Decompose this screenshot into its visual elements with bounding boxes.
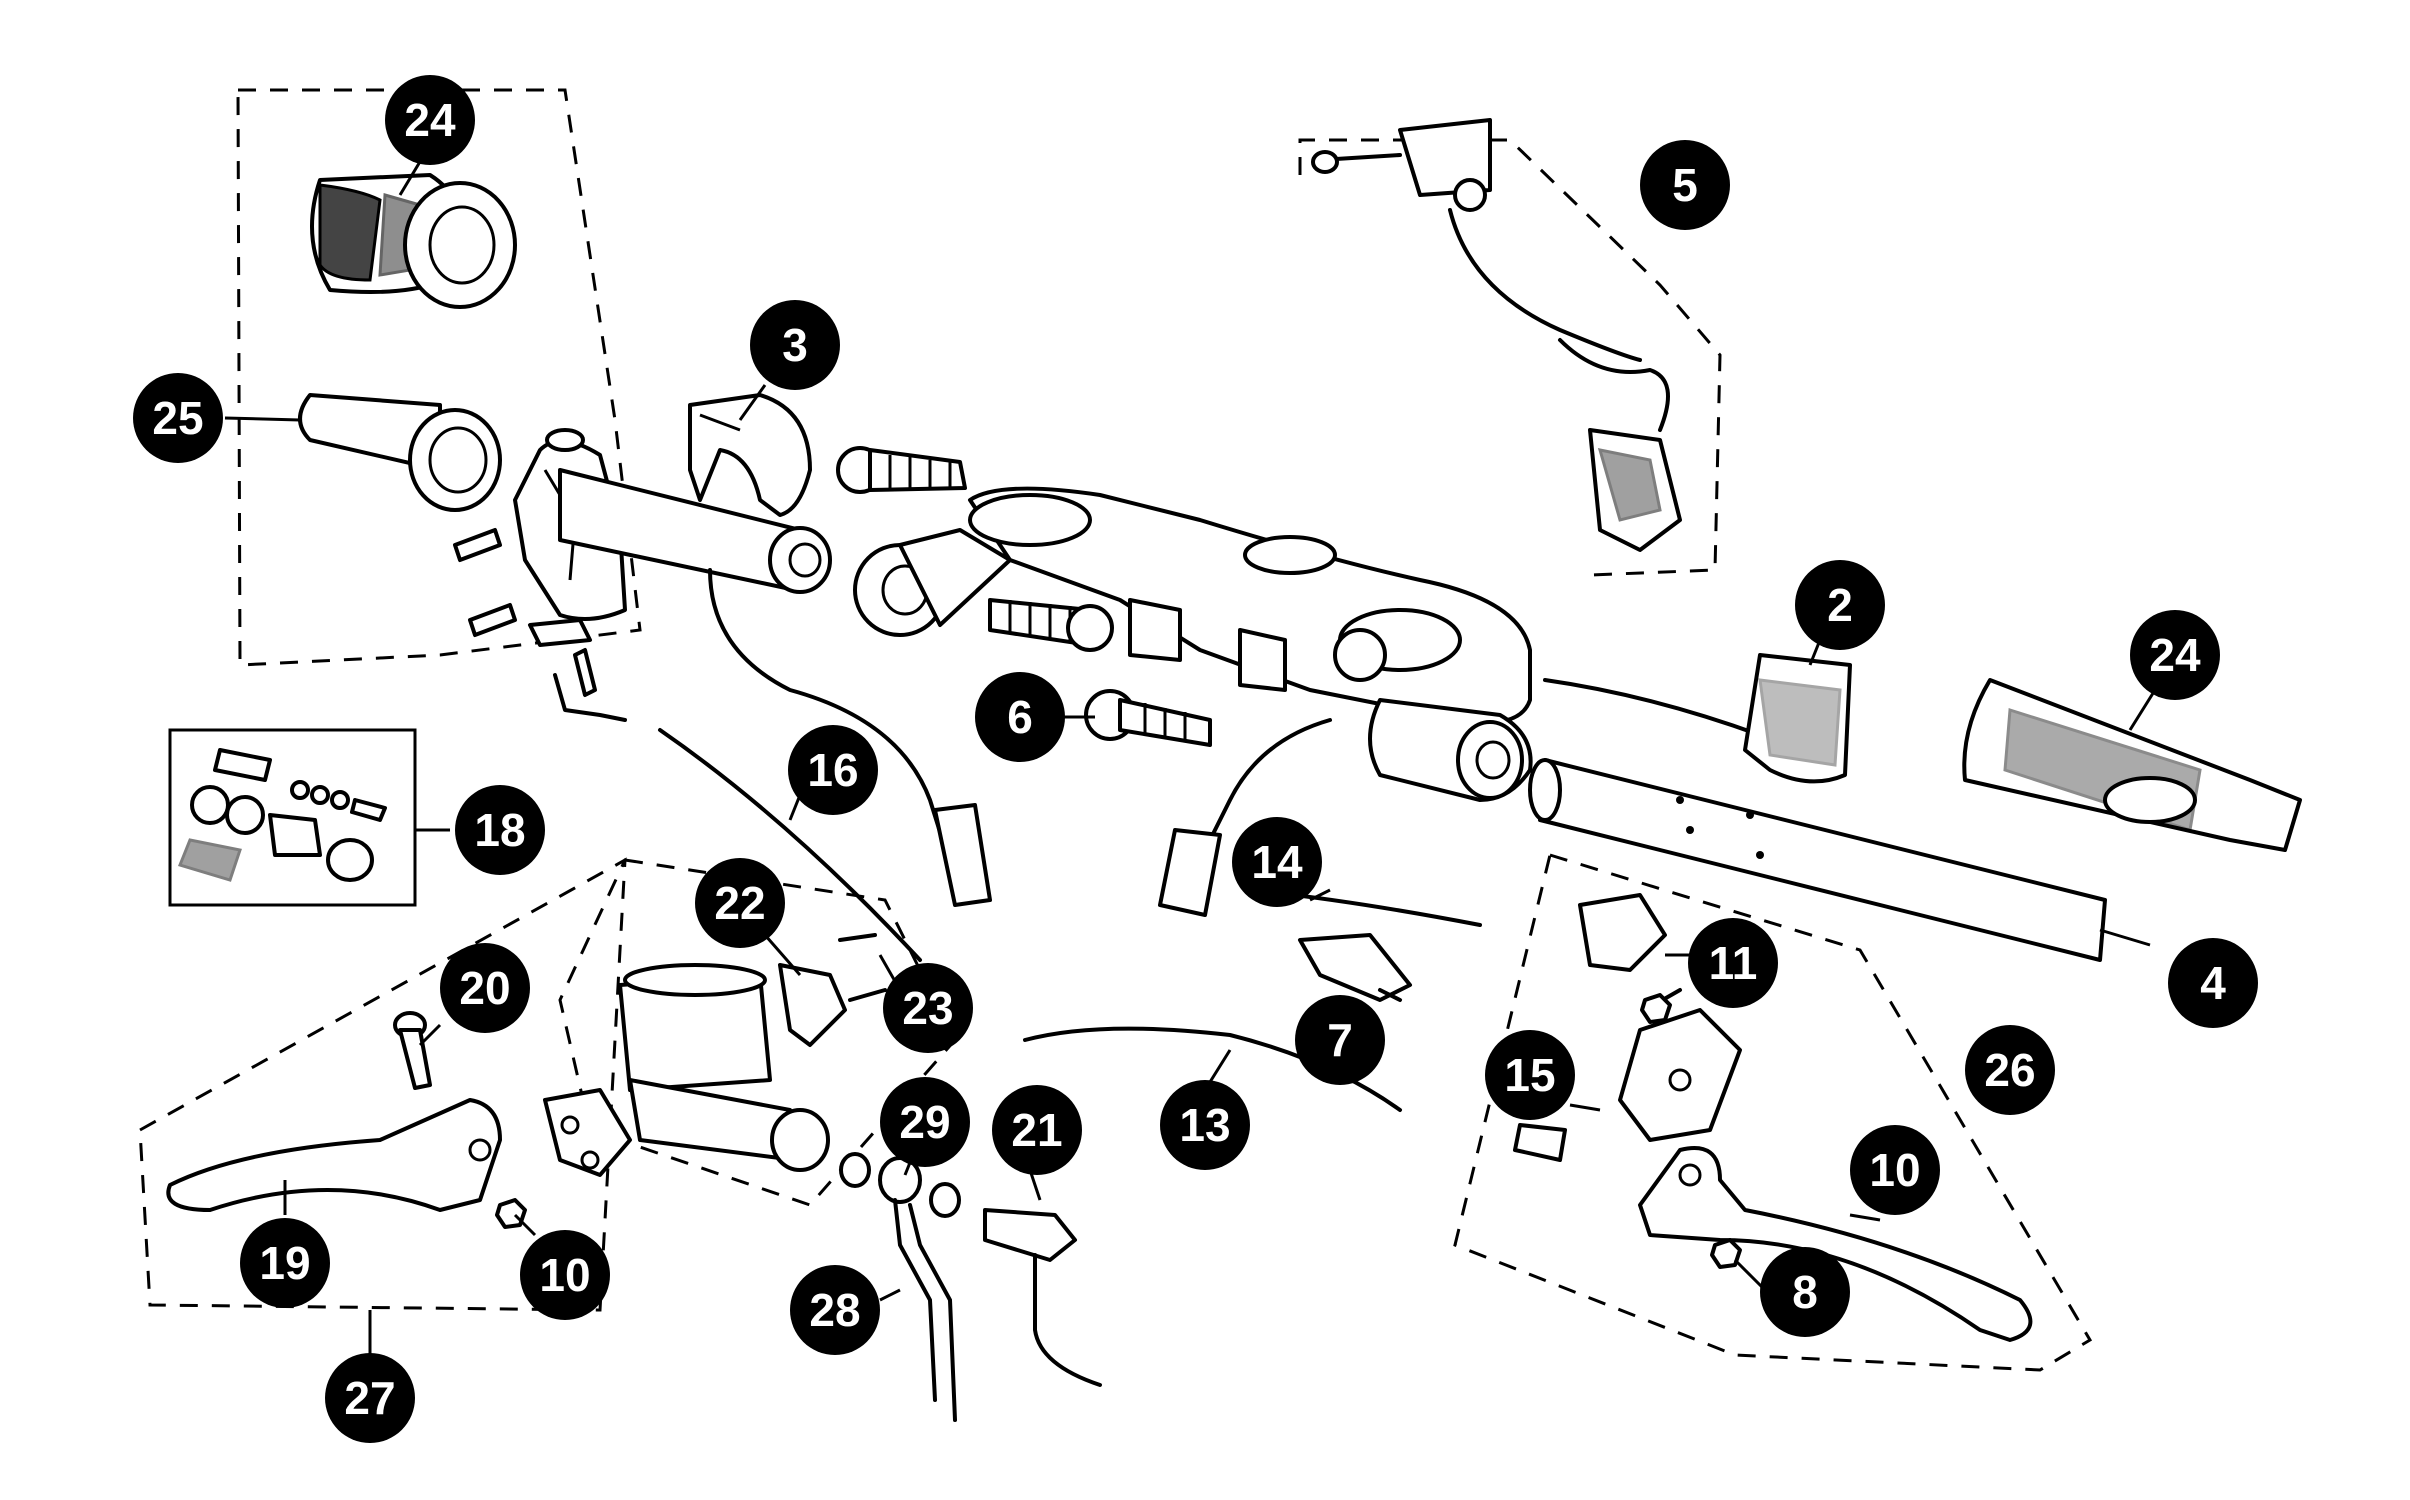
- clutch-lever-10: [1638, 1146, 2033, 1342]
- svg-text:18: 18: [474, 804, 525, 856]
- nut-11: [1640, 993, 1672, 1024]
- callout-20: 20: [440, 943, 530, 1033]
- callout-27: 27: [325, 1353, 415, 1443]
- callout-24-left: 24: [385, 75, 475, 165]
- riser-right: [1368, 698, 1533, 802]
- callout-16: 16: [788, 725, 878, 815]
- kill-switch: [1743, 653, 1852, 784]
- svg-text:2: 2: [1827, 579, 1853, 631]
- callout-13: 13: [1160, 1080, 1250, 1170]
- assembly-27-boundary: [138, 857, 627, 1312]
- svg-text:25: 25: [152, 392, 203, 444]
- nut-8: [1710, 1238, 1742, 1269]
- svg-text:28: 28: [809, 1284, 860, 1336]
- clutch-perch-15: [1513, 988, 1742, 1162]
- svg-text:16: 16: [807, 744, 858, 796]
- left-grip: [310, 173, 517, 309]
- svg-text:21: 21: [1011, 1104, 1062, 1156]
- svg-text:27: 27: [344, 1372, 395, 1424]
- bar-clamp: [688, 393, 812, 517]
- svg-text:10: 10: [539, 1249, 590, 1301]
- svg-text:10: 10: [1869, 1144, 1920, 1196]
- handlebar-tube: [1528, 758, 2107, 962]
- svg-text:4: 4: [2200, 957, 2226, 1009]
- brake-line-fitting-21: [983, 1208, 1102, 1387]
- top-yoke: [968, 486, 1532, 725]
- clamp-screws-23: [838, 933, 887, 1002]
- assembly-26-boundary: [1453, 853, 2093, 1372]
- riser-left: [853, 528, 1012, 637]
- callout-3: 3: [750, 300, 840, 390]
- callout-11: 11: [1688, 918, 1778, 1008]
- svg-text:5: 5: [1672, 159, 1698, 211]
- svg-text:6: 6: [1007, 691, 1033, 743]
- svg-text:19: 19: [259, 1237, 310, 1289]
- svg-text:3: 3: [782, 319, 808, 371]
- riser-bolt-upper: [988, 598, 1114, 652]
- svg-text:11: 11: [1709, 937, 1758, 989]
- svg-text:22: 22: [714, 877, 765, 929]
- callout-23: 23: [883, 963, 973, 1053]
- callout-8: 8: [1760, 1247, 1850, 1337]
- clutch-bracket-11: [1578, 893, 1667, 972]
- callout-18: 18: [455, 785, 545, 875]
- master-cylinder-clamp: [778, 963, 847, 1047]
- callout-19: 19: [240, 1218, 330, 1308]
- callout-21: 21: [992, 1085, 1082, 1175]
- callout-6: 6: [975, 672, 1065, 762]
- master-cylinder-assembly-boundary: [558, 858, 957, 1207]
- callout-28: 28: [790, 1265, 880, 1355]
- svg-text:13: 13: [1179, 1099, 1230, 1151]
- cable-16-lower: [658, 728, 922, 962]
- callout-2: 2: [1795, 560, 1885, 650]
- svg-text:26: 26: [1984, 1044, 2035, 1096]
- callout-10-left: 10: [520, 1230, 610, 1320]
- callout-7: 7: [1295, 995, 1385, 1085]
- svg-text:23: 23: [902, 982, 953, 1034]
- right-grip: [1962, 678, 2302, 852]
- brake-lever-19: [166, 1098, 502, 1212]
- callout-26: 26: [1965, 1025, 2055, 1115]
- callouts: 24 25 3 5 2 24 6 16 18 14 22 20 23 11 4 …: [133, 75, 2258, 1443]
- callout-22: 22: [695, 858, 785, 948]
- svg-text:29: 29: [899, 1096, 950, 1148]
- svg-text:8: 8: [1792, 1266, 1818, 1318]
- pivot-bolt-20: [393, 1011, 432, 1090]
- brake-master-cylinder: [543, 963, 830, 1177]
- nut-10-left: [495, 1198, 527, 1229]
- callout-29: 29: [880, 1077, 970, 1167]
- cable-14-connector: [1158, 828, 1222, 917]
- svg-text:20: 20: [459, 962, 510, 1014]
- cable-14: [1198, 718, 1332, 862]
- assembly-25-boundary: [236, 88, 642, 667]
- assembly-5-boundary: [1298, 138, 1722, 577]
- svg-text:24: 24: [2149, 629, 2201, 681]
- throttle-cable-16: [708, 568, 957, 882]
- callout-5: 5: [1640, 140, 1730, 230]
- clutch-lever-assembly: [1311, 118, 1682, 552]
- callout-4: 4: [2168, 938, 2258, 1028]
- handlebar-left-section: [558, 468, 832, 594]
- cable-end-7: [1298, 933, 1412, 1002]
- svg-text:15: 15: [1504, 1049, 1555, 1101]
- throttle-cable-connector: [933, 803, 992, 907]
- svg-text:7: 7: [1327, 1014, 1353, 1066]
- callout-15: 15: [1485, 1030, 1575, 1120]
- riser-bolt-lower: [1084, 689, 1212, 747]
- throttle-tube: [298, 393, 502, 512]
- svg-text:24: 24: [404, 94, 456, 146]
- rebuild-kit-box: [168, 728, 417, 907]
- clamp-bolt-upper: [836, 446, 967, 494]
- crush-washers-29: [839, 1152, 961, 1218]
- callout-10-right: 10: [1850, 1125, 1940, 1215]
- handlebar-upper-edge: [1543, 678, 1772, 762]
- callout-25: 25: [133, 373, 223, 463]
- callout-24-right: 24: [2130, 610, 2220, 700]
- svg-text:14: 14: [1251, 836, 1303, 888]
- callout-14: 14: [1232, 817, 1322, 907]
